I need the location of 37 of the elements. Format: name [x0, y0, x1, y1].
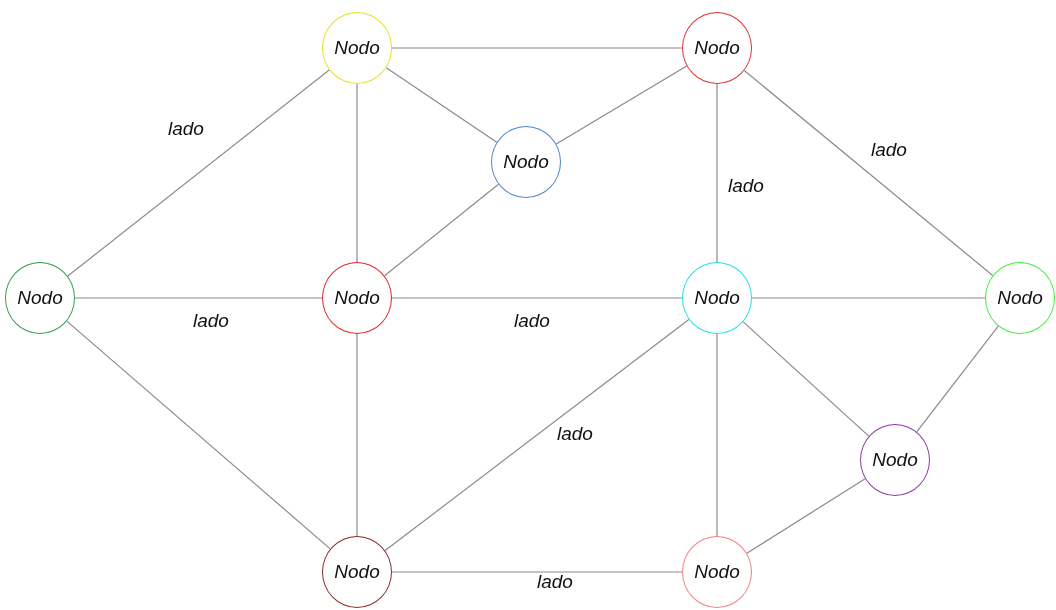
edge-label: lado: [557, 423, 593, 445]
node-label: Nodo: [334, 287, 380, 309]
edge-line: [391, 297, 683, 299]
node-label: Nodo: [694, 37, 740, 59]
edge-line: [716, 83, 718, 263]
edge-line: [742, 321, 870, 437]
edge-label: lado: [514, 310, 550, 332]
edge-label: lado: [728, 175, 764, 197]
edge-line: [751, 297, 986, 299]
node-circle: [985, 262, 1055, 334]
node-label: Nodo: [17, 287, 63, 309]
edge-line: [391, 571, 683, 573]
edge-line: [356, 83, 358, 263]
edge-line: [916, 325, 999, 433]
edge-line: [716, 333, 718, 537]
edge-line: [746, 478, 866, 554]
node-label: Nodo: [503, 151, 549, 173]
edge-line: [743, 69, 994, 277]
edge-line: [555, 65, 688, 145]
node-label: Nodo: [872, 449, 918, 471]
edge-label: lado: [193, 310, 229, 332]
edge-line: [74, 297, 323, 299]
edge-line: [385, 67, 498, 143]
edge-line: [391, 47, 683, 49]
edge-line: [356, 333, 358, 537]
node-label: Nodo: [694, 561, 740, 583]
node-label: Nodo: [997, 287, 1043, 309]
edge-label: lado: [168, 118, 204, 140]
edge-label: lado: [537, 571, 573, 593]
edge-label: lado: [871, 139, 907, 161]
edge-line: [383, 183, 500, 277]
node-label: Nodo: [334, 561, 380, 583]
node-label: Nodo: [334, 37, 380, 59]
edge-line: [66, 320, 331, 550]
edge-line: [67, 69, 330, 277]
node-label: Nodo: [694, 287, 740, 309]
edge-line: [384, 318, 690, 552]
